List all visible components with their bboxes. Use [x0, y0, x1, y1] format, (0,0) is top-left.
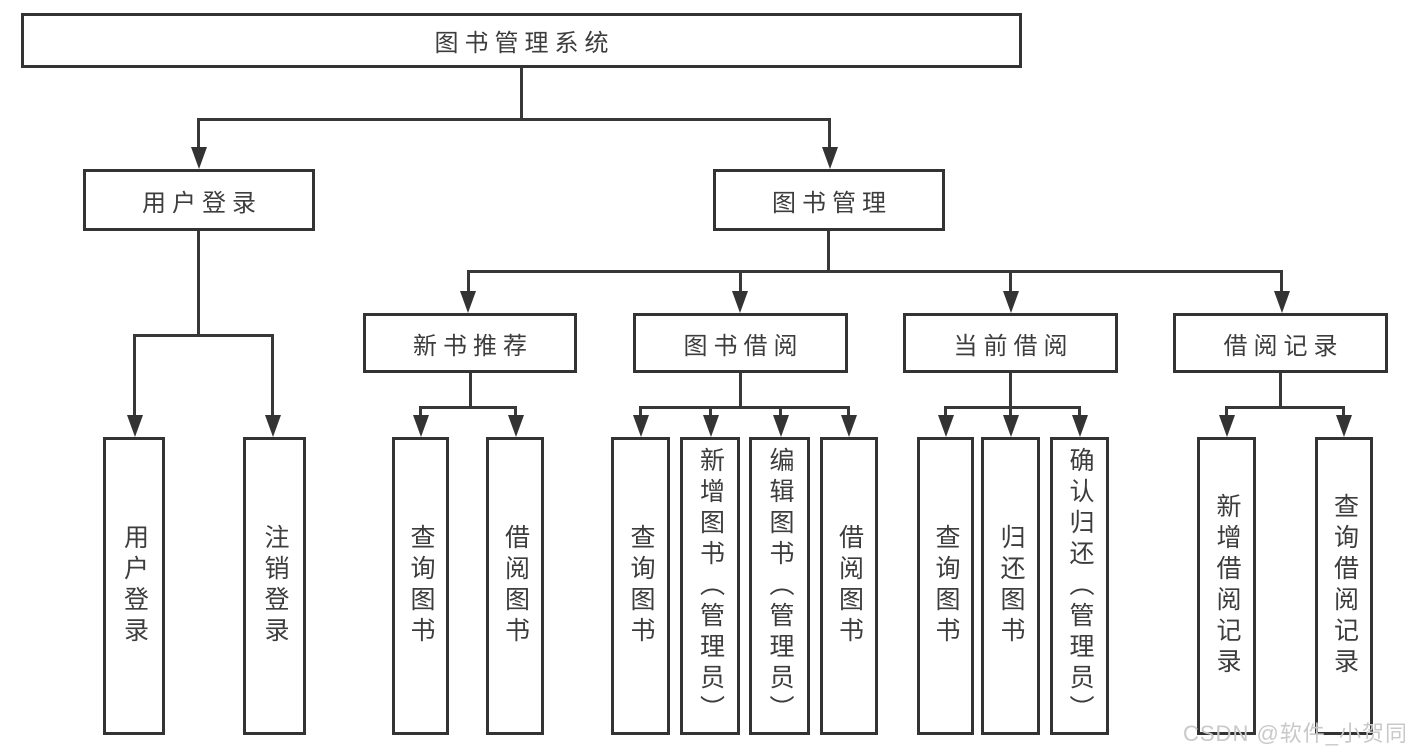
connector-line [520, 68, 523, 121]
connector-line [467, 270, 470, 293]
node-leaf-borrow-book-2-label: 借阅图书 [835, 524, 864, 648]
node-book-borrowing: 图书借阅 [633, 313, 848, 373]
node-new-book-recommend-label: 新书推荐 [413, 332, 533, 360]
arrow-down-icon [1274, 291, 1290, 313]
connector-line [1279, 373, 1282, 409]
node-leaf-query-borrow-record-label: 查询借阅记录 [1330, 493, 1359, 679]
connector-line [1225, 406, 1228, 417]
arrow-down-icon [1003, 415, 1019, 437]
arrow-down-icon [938, 415, 954, 437]
arrow-down-icon [841, 415, 857, 437]
connector-line [197, 118, 200, 150]
connector-line [709, 406, 712, 417]
connector-line [944, 406, 1081, 409]
arrow-down-icon [508, 415, 524, 437]
connector-line [467, 270, 1283, 273]
connector-line [1342, 406, 1345, 417]
connector-line [1009, 270, 1012, 293]
node-book-borrowing-label: 图书借阅 [683, 332, 804, 360]
node-leaf-add-book-admin-label: 新增图书（管理员） [696, 446, 725, 726]
node-leaf-query-book-2-label: 查询图书 [627, 524, 655, 648]
node-leaf-user-login-label: 用户登录 [120, 524, 149, 648]
connector-line [739, 373, 742, 409]
connector-line [271, 334, 274, 415]
connector-line [639, 406, 850, 409]
arrow-down-icon [633, 415, 649, 437]
connector-line [133, 334, 274, 337]
node-current-borrowing-label: 当前借阅 [953, 332, 1074, 360]
node-leaf-return-book-label: 归还图书 [997, 524, 1025, 648]
arrow-down-icon [1336, 415, 1352, 437]
node-leaf-query-book-3: 查询图书 [917, 437, 974, 735]
arrow-down-icon [460, 291, 476, 313]
node-leaf-query-book-3-label: 查询图书 [932, 524, 960, 648]
connector-line [1225, 406, 1345, 409]
arrow-down-icon [773, 415, 789, 437]
connector-line [133, 334, 136, 415]
arrow-down-icon [822, 147, 838, 169]
connector-line [419, 406, 422, 417]
connector-line [944, 406, 947, 417]
node-leaf-query-book-2: 查询图书 [611, 437, 670, 735]
node-root-label: 图书管理系统 [434, 30, 615, 57]
node-leaf-add-book-admin: 新增图书（管理员） [680, 437, 740, 735]
node-borrow-records: 借阅记录 [1173, 313, 1388, 373]
node-borrow-records-label: 借阅记录 [1223, 332, 1344, 360]
connector-line [514, 406, 517, 417]
connector-line [739, 270, 742, 293]
connector-line [419, 406, 517, 409]
connector-line [1280, 270, 1283, 293]
node-book-management: 图书管理 [713, 169, 945, 231]
node-leaf-add-borrow-record: 新增借阅记录 [1197, 437, 1256, 735]
node-leaf-query-book-1-label: 查询图书 [407, 524, 435, 648]
node-leaf-add-borrow-record-label: 新增借阅记录 [1213, 493, 1241, 679]
watermark: CSDN @软件_小贺同学 [1183, 721, 1405, 746]
arrow-down-icon [191, 147, 207, 169]
node-leaf-borrow-book-1: 借阅图书 [486, 437, 544, 735]
node-leaf-user-login: 用户登录 [103, 437, 165, 735]
node-user-login-label: 用户登录 [142, 189, 262, 217]
node-leaf-edit-book-admin-label: 编辑图书（管理员） [766, 446, 794, 726]
arrow-down-icon [703, 415, 719, 437]
node-book-management-label: 图书管理 [772, 189, 892, 217]
arrow-down-icon [265, 415, 281, 437]
connector-line [1009, 373, 1012, 409]
node-leaf-query-borrow-record: 查询借阅记录 [1315, 437, 1373, 735]
arrow-down-icon [1219, 415, 1235, 437]
node-leaf-borrow-book-2: 借阅图书 [820, 437, 878, 735]
node-leaf-edit-book-admin: 编辑图书（管理员） [749, 437, 810, 735]
node-current-borrowing: 当前借阅 [903, 313, 1118, 373]
connector-line [639, 406, 642, 417]
connector-line [828, 118, 831, 150]
node-root: 图书管理系统 [21, 13, 1022, 68]
connector-line [779, 406, 782, 417]
arrow-down-icon [1072, 415, 1088, 437]
node-leaf-return-book: 归还图书 [981, 437, 1040, 735]
node-new-book-recommend: 新书推荐 [363, 313, 577, 373]
connector-line [197, 231, 200, 337]
arrow-down-icon [127, 415, 143, 437]
connector-line [197, 118, 831, 121]
node-leaf-borrow-book-1-label: 借阅图书 [501, 524, 530, 648]
node-user-login: 用户登录 [83, 169, 315, 231]
arrow-down-icon [732, 291, 748, 313]
connector-line [1009, 406, 1012, 417]
node-leaf-confirm-return-admin-label: 确认归还（管理员） [1066, 446, 1094, 726]
connector-line [847, 406, 850, 417]
arrow-down-icon [413, 415, 429, 437]
connector-line [469, 373, 472, 409]
node-leaf-logout: 注销登录 [243, 437, 306, 735]
arrow-down-icon [1003, 291, 1019, 313]
node-leaf-logout-label: 注销登录 [261, 524, 289, 648]
node-leaf-query-book-1: 查询图书 [392, 437, 449, 735]
node-leaf-confirm-return-admin: 确认归还（管理员） [1050, 437, 1109, 735]
connector-line [827, 231, 830, 273]
connector-line [1078, 406, 1081, 417]
